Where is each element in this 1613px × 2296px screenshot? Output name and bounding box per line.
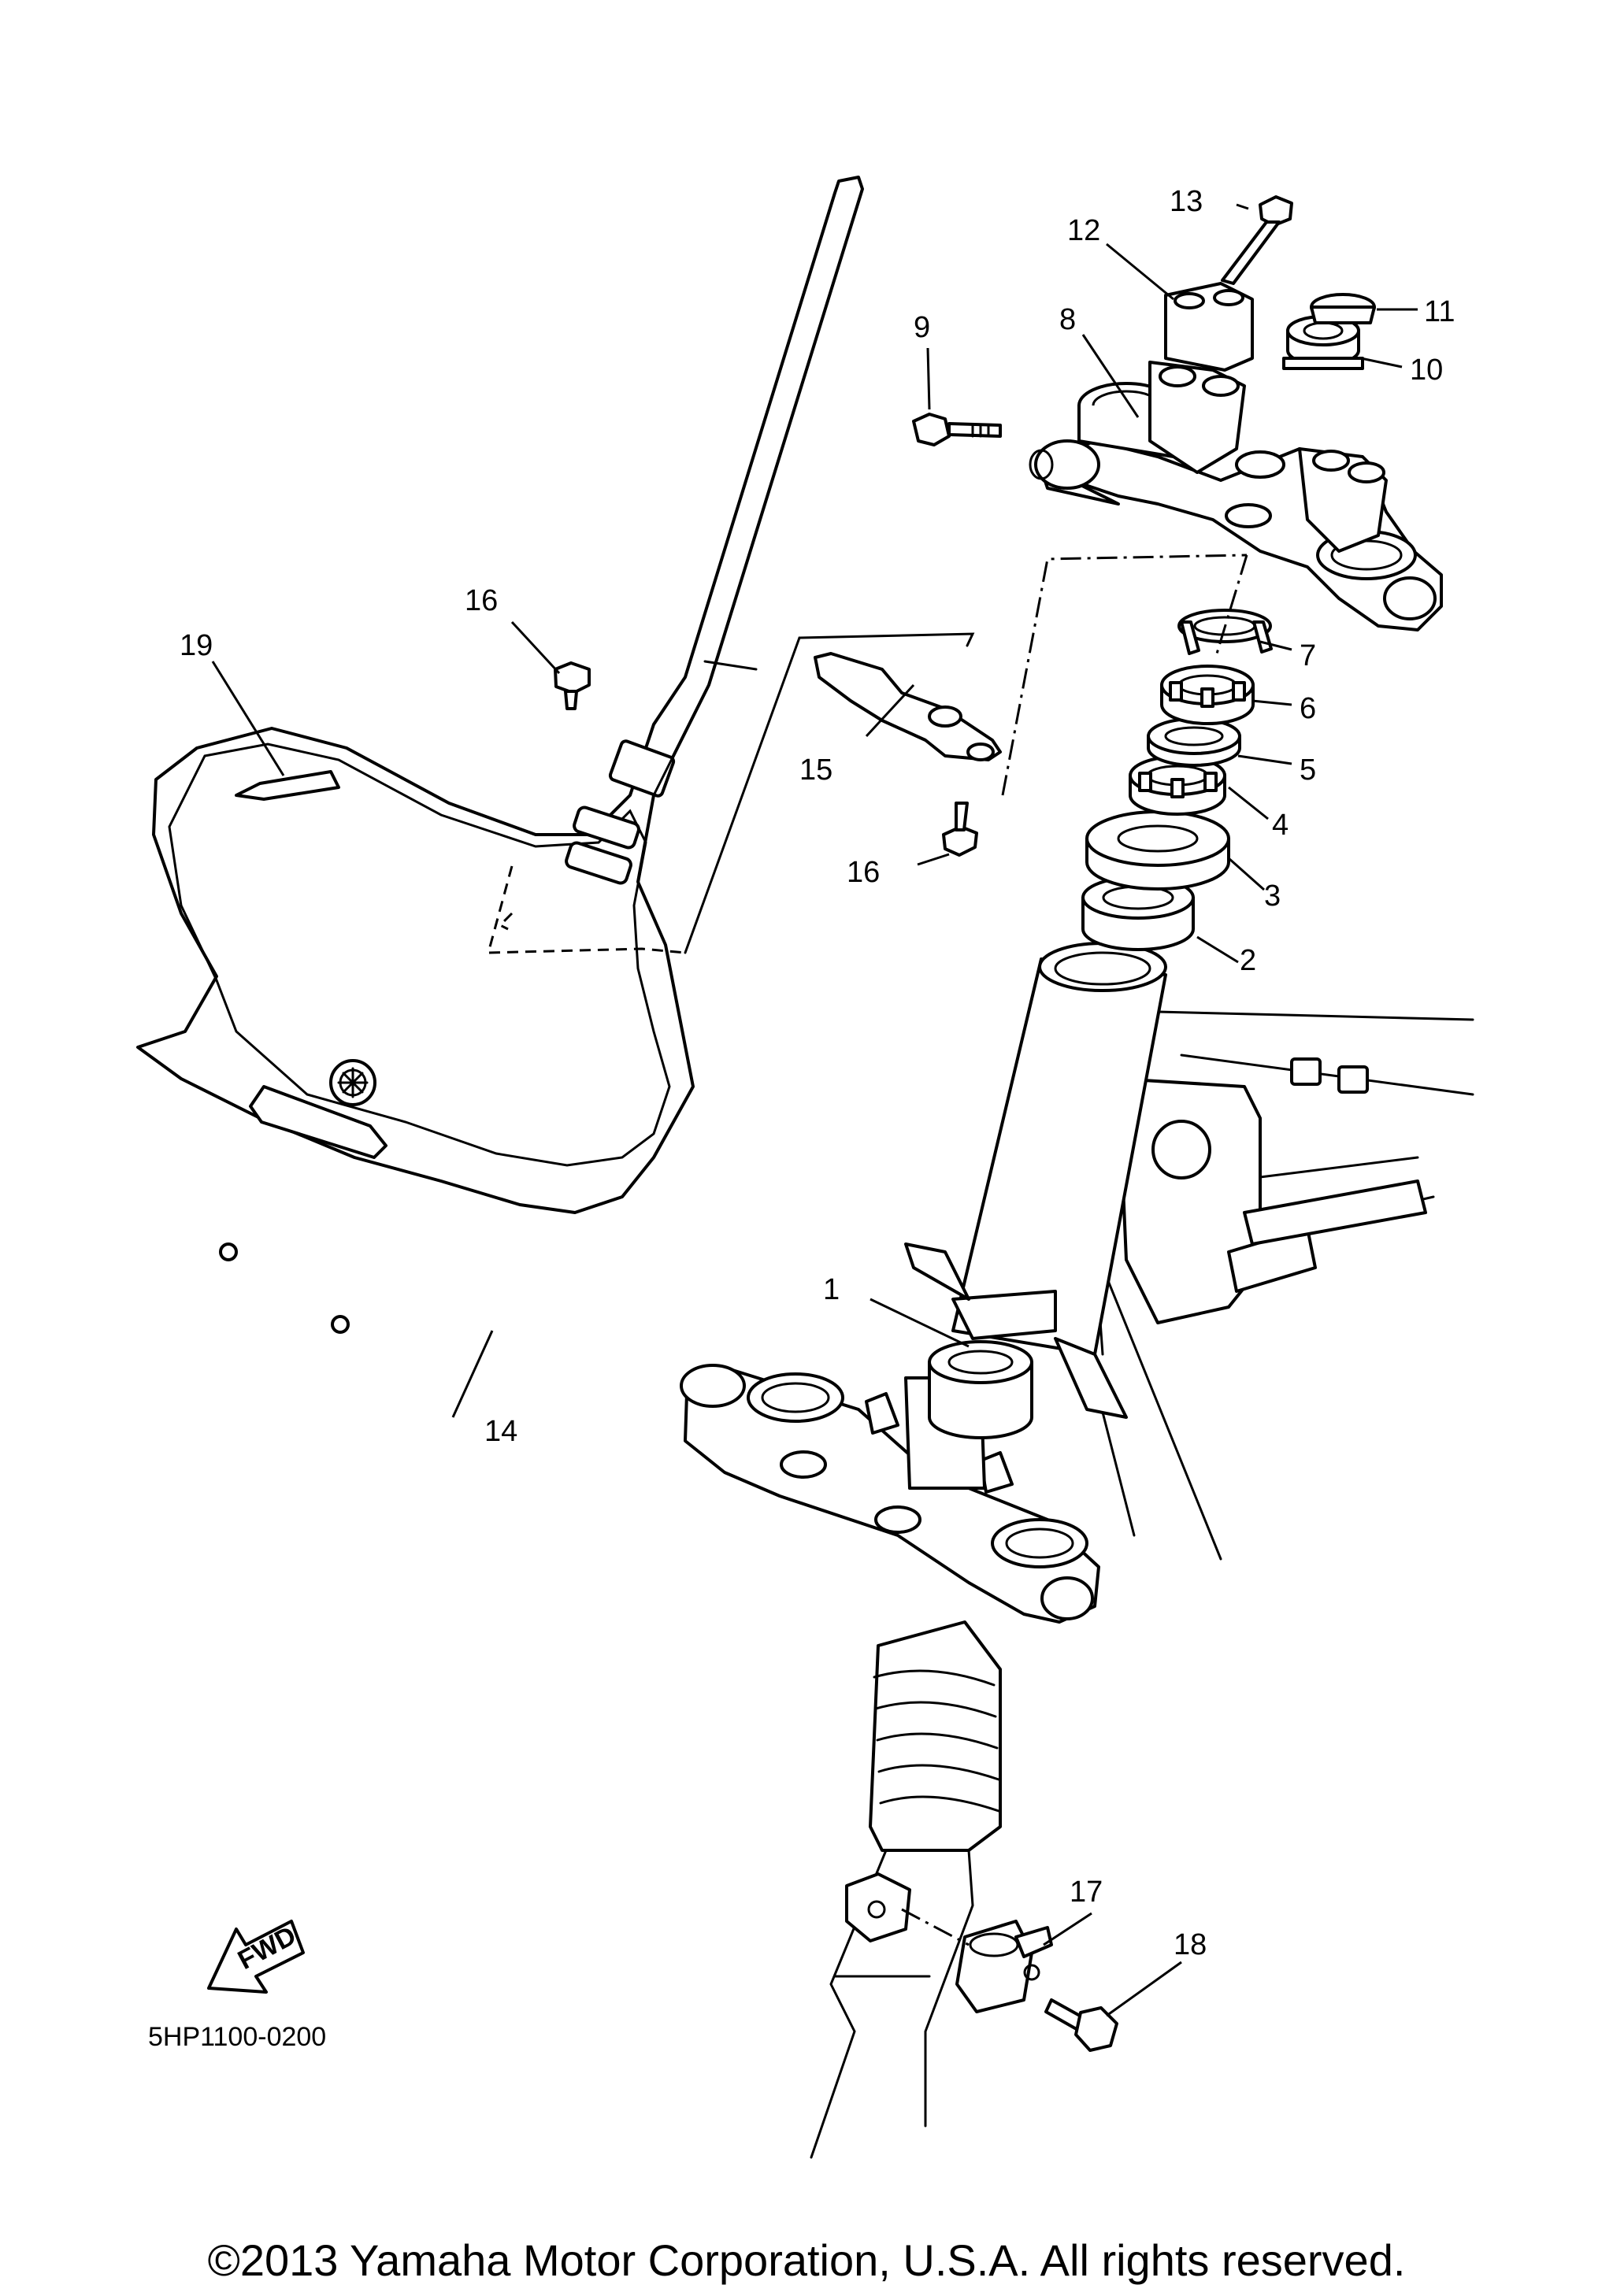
mount-outline-dashed xyxy=(487,865,686,954)
callout-1: 1 xyxy=(823,1273,840,1306)
fwd-arrow-icon: FWD xyxy=(207,1920,305,1994)
callout-15: 15 xyxy=(799,754,832,787)
callout-18: 18 xyxy=(1174,1928,1207,1961)
callout-6: 6 xyxy=(1300,692,1316,725)
steering-head-tube xyxy=(904,942,1167,1419)
callout-16-upper: 16 xyxy=(465,584,498,617)
diagram-code: 5HP1100-0200 xyxy=(148,2022,326,2052)
callout-3: 3 xyxy=(1264,880,1281,913)
mount-outline-dashed-2 xyxy=(498,912,514,931)
pinch-bolt xyxy=(912,413,1002,446)
under-bracket xyxy=(680,1364,1100,1624)
frame-gusset xyxy=(1117,1057,1427,1324)
hose-guide xyxy=(955,1920,1053,2013)
fork-tube xyxy=(810,1620,1002,2159)
number-plate-bracket xyxy=(814,652,1002,761)
stem-cap xyxy=(1310,293,1376,324)
leader-lines xyxy=(211,203,1418,2017)
steering-stem-nut xyxy=(1282,315,1364,370)
callout-17: 17 xyxy=(1070,1876,1103,1909)
copyright-notice: ©2013 Yamaha Motor Corporation, U.S.A. A… xyxy=(207,2235,1406,2285)
fork-guide-block xyxy=(845,1872,911,1942)
screw-lower xyxy=(942,802,978,857)
callout-7: 7 xyxy=(1300,639,1316,672)
guide-bolt xyxy=(1044,1998,1118,2052)
callout-11: 11 xyxy=(1424,295,1455,328)
callout-19: 19 xyxy=(180,629,213,662)
callout-12: 12 xyxy=(1067,214,1100,247)
screw-upper xyxy=(554,661,591,710)
callout-14: 14 xyxy=(484,1415,517,1448)
lower-bearing xyxy=(928,1340,1033,1439)
upper-ring-nut xyxy=(1160,665,1255,725)
callout-8: 8 xyxy=(1059,303,1076,336)
callout-2: 2 xyxy=(1240,944,1256,977)
callout-10: 10 xyxy=(1410,354,1443,387)
callout-4: 4 xyxy=(1272,809,1289,842)
callout-16-lower: 16 xyxy=(847,856,880,889)
handlebar-holder xyxy=(1164,282,1254,372)
number-plate xyxy=(136,176,864,1334)
holder-bolt xyxy=(1221,195,1293,285)
upper-bracket xyxy=(1029,361,1443,631)
callout-5: 5 xyxy=(1300,754,1316,787)
dust-seal xyxy=(1085,810,1230,891)
lock-washer xyxy=(1177,609,1273,655)
callout-13: 13 xyxy=(1170,185,1203,218)
rubber-washer xyxy=(1147,717,1241,767)
callout-9: 9 xyxy=(914,311,930,344)
